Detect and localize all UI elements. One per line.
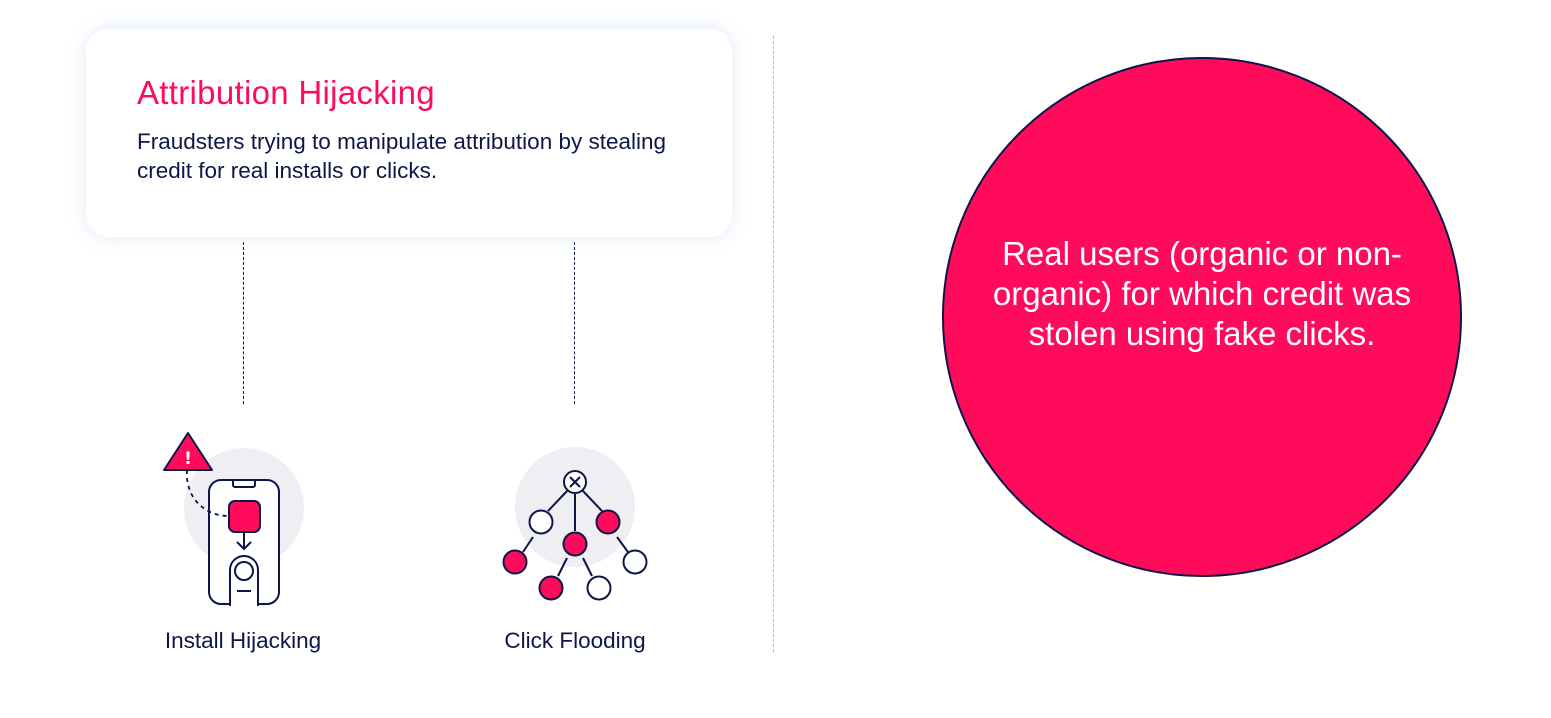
definition-card: Attribution Hijacking Fraudsters trying … [86,29,732,237]
svg-text:!: ! [184,449,192,469]
circle-text: Real users (organic or non-organic) for … [992,235,1412,352]
card-description: Fraudsters trying to manipulate attribut… [137,129,667,183]
click-flooding-icon [498,445,653,610]
install-hijacking-icon: ! [160,428,310,613]
connector-line-click [574,242,575,404]
highlight-circle [942,57,1462,577]
section-divider [773,36,774,652]
connector-line-install [243,242,244,404]
click-flooding-label: Click Flooding [504,628,646,653]
install-hijacking-label: Install Hijacking [164,628,322,653]
card-title: Attribution Hijacking [137,74,435,111]
